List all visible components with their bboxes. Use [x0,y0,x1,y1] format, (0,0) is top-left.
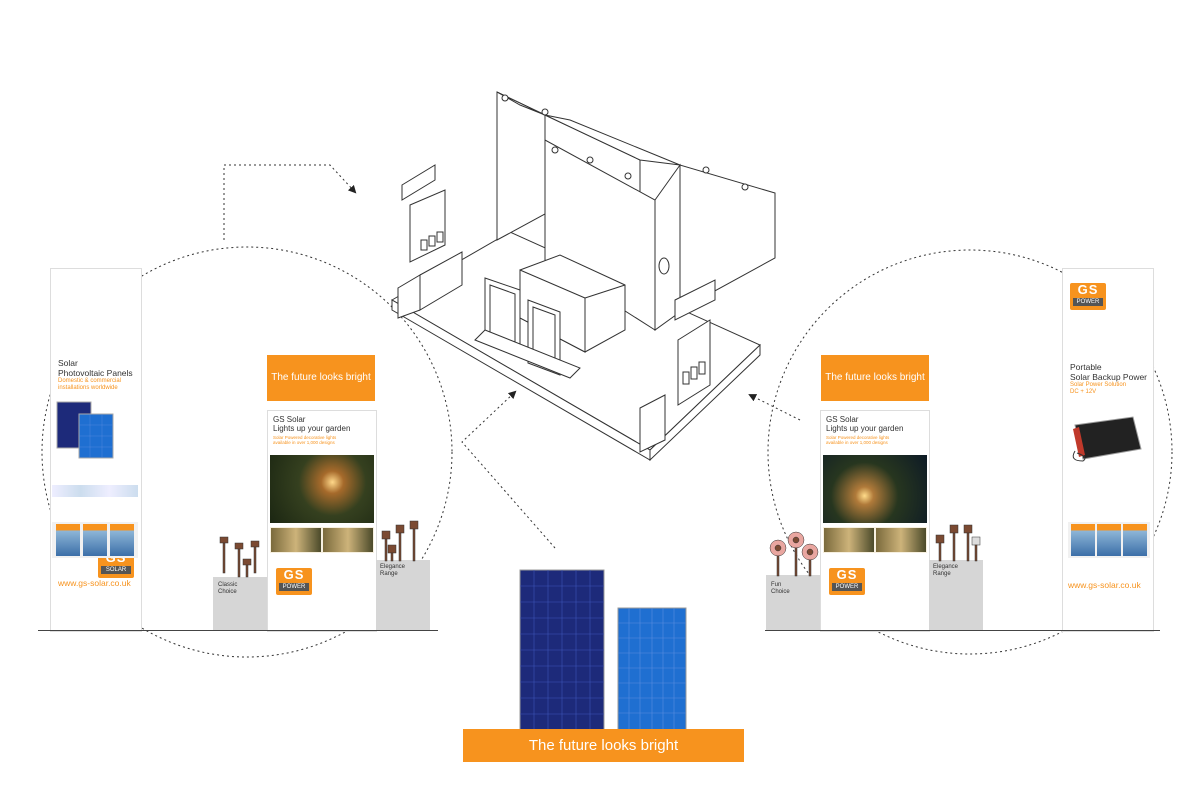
left-ground-line [38,630,438,631]
right-dotted-circle [767,249,1173,655]
left-pedestal-elegance [376,560,430,630]
elegance-garden-lights-left [381,520,419,562]
arrow-to-booth-bottom [461,390,556,549]
label-classic-choice: Classic Choice [218,582,238,595]
left-counter-logo: GS POWER [276,568,312,595]
right-panel-sub: Solar Power Solution DC + 12V [1070,382,1127,395]
right-garden-photo [823,455,927,523]
bottom-solar-panels [519,569,687,731]
right-poster-sub: Solar Powered decorative lights availabl… [826,435,890,445]
left-orange-banner: The future looks bright [267,355,375,401]
right-display-tower [674,279,716,321]
right-gs-power-logo: GS POWER [1070,283,1106,310]
right-poster: GS Solar Lights up your garden Solar Pow… [820,410,930,632]
left-display-tower [401,164,436,201]
left-solar-panels-image [56,401,114,459]
arrow-to-booth-right [748,394,801,421]
right-panel-title: Portable Solar Backup Power [1070,362,1148,382]
left-panel-title: Solar Photovoltaic Panels [58,358,133,378]
right-orange-banner: The future looks bright [821,355,929,401]
right-pedestal-fun [766,575,820,630]
portable-solar-mat-image [1072,416,1142,462]
label-elegance-range-left: Elegance Range [380,564,406,577]
right-website-url: www.gs-solar.co.uk [1068,580,1141,590]
left-diagram-strip [52,485,138,497]
right-product-strip [823,527,927,553]
left-panel-sub: Domestic & commercial installations worl… [58,378,122,391]
left-website-url: www.gs-solar.co.uk [58,578,131,588]
booth-back-wall [496,91,546,241]
left-poster-title: GS Solar Lights up your garden [273,415,351,433]
left-garden-photo [270,455,374,523]
label-elegance-range-right: Elegance Range [933,564,959,577]
label-fun-choice: Fun Choice [771,582,790,595]
left-product-strip [270,527,374,553]
left-poster-sub: Solar Powered decorative lights availabl… [273,435,337,445]
right-product-boxes [1068,522,1150,558]
left-product-boxes [52,522,138,558]
left-dotted-circle [41,246,453,658]
left-pedestal-classic [213,577,267,630]
bottom-orange-banner: The future looks bright [463,729,744,762]
right-ground-line [765,630,1160,631]
right-pedestal-elegance [929,560,983,630]
elegance-garden-lights-right [935,524,981,562]
right-poster-title: GS Solar Lights up your garden [826,415,904,433]
left-poster: GS Solar Lights up your garden Solar Pow… [267,410,377,632]
fun-flower-lights [769,531,819,577]
classic-garden-lights [219,536,260,578]
right-counter-logo: GS POWER [829,568,865,595]
